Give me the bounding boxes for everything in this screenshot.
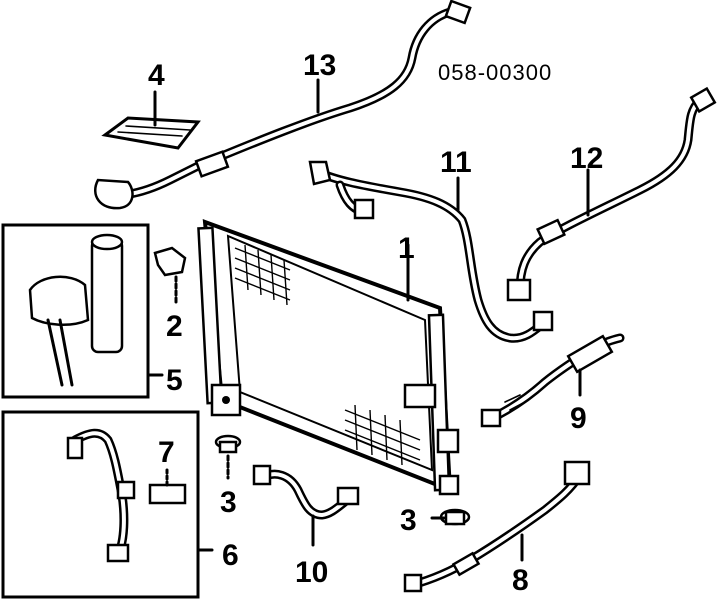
part-7-pressure-switch — [148, 468, 187, 505]
callout-13: 13 — [303, 49, 336, 82]
part-10-hose — [252, 464, 360, 547]
callout-1: 1 — [398, 232, 415, 265]
part-3-bolt-left — [214, 434, 242, 480]
callout-10: 10 — [295, 556, 328, 589]
callout-4: 4 — [148, 59, 165, 92]
callout-11: 11 — [440, 146, 472, 179]
part-11-liquid-line — [308, 160, 554, 343]
part-4-insulator-pad — [101, 90, 201, 150]
callout-8: 8 — [512, 564, 529, 597]
callout-7: 7 — [158, 436, 175, 469]
part-12-suction-hose — [506, 86, 717, 302]
diagram-part-number: 058-00300 — [438, 60, 552, 85]
part-1-condenser — [197, 219, 460, 496]
callout-6: 6 — [222, 539, 239, 572]
callout-9: 9 — [570, 402, 587, 435]
part-8-hose — [403, 460, 591, 593]
part-6-wiring-box — [1, 410, 214, 599]
part-9-hose — [480, 333, 625, 428]
callout-3-right: 3 — [400, 504, 417, 537]
part-3-bolt-right — [430, 508, 471, 526]
part-2-clip — [153, 246, 187, 307]
part-13-discharge-hose — [94, 0, 472, 210]
callout-3-left: 3 — [220, 486, 237, 519]
callout-2: 2 — [166, 310, 183, 343]
callout-5: 5 — [166, 364, 183, 397]
callout-12: 12 — [570, 142, 603, 175]
part-5-receiver-drier-box — [1, 223, 164, 399]
